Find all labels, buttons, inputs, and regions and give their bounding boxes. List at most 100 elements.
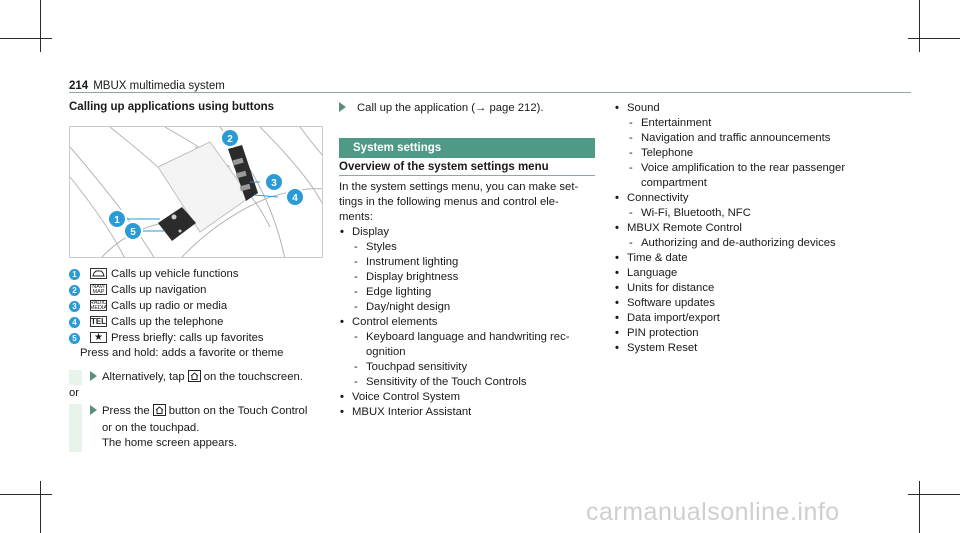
- or-label: or: [69, 387, 80, 399]
- list-item-text: Display: [352, 226, 390, 238]
- list-item: Control elements: [339, 315, 595, 330]
- list-item-text: Day/night design: [366, 301, 451, 313]
- list-item: Time & date: [614, 251, 904, 266]
- telephone-icon: TEL: [90, 316, 107, 327]
- settings-list: SoundEntertainmentNavigation and traffic…: [614, 101, 904, 356]
- legend-item: 5 ★ Press briefly: calls up favorites Pr…: [69, 331, 329, 361]
- list-item-text: Wi-Fi, Bluetooth, NFC: [641, 207, 751, 219]
- list-item-text-continued: compartment: [641, 177, 707, 189]
- list-item-text: Telephone: [641, 147, 694, 159]
- intro-paragraph: In the system settings menu, you can mak…: [339, 180, 595, 225]
- legend-text-continued: Press and hold: adds a favorite or theme: [80, 347, 284, 359]
- list-item-text: Voice Control System: [352, 391, 460, 403]
- callout-1: [107, 209, 127, 229]
- intro-line: ments:: [339, 211, 373, 223]
- list-item-text: Sound: [627, 102, 660, 114]
- legend-item: 4 TEL Calls up the telephone: [69, 315, 329, 331]
- list-item-text: Entertainment: [641, 117, 712, 129]
- list-item-text: Authorizing and de-authorizing devices: [641, 237, 836, 249]
- crop-mark: [908, 494, 960, 495]
- list-item-text: Display brightness: [366, 271, 459, 283]
- intro-line: In the system settings menu, you can mak…: [339, 181, 579, 193]
- list-item-text: Voice amplification to the rear passenge…: [641, 162, 846, 174]
- list-item-text: Control elements: [352, 316, 438, 328]
- callout-4: [285, 187, 305, 207]
- sub-list-item: Authorizing and de-authorizing devices: [614, 236, 904, 251]
- list-item-text: Edge lighting: [366, 286, 432, 298]
- list-item: Language: [614, 266, 904, 281]
- sub-list-item: Wi-Fi, Bluetooth, NFC: [614, 206, 904, 221]
- legend-number: 3: [69, 301, 80, 312]
- header-rule: [69, 92, 911, 93]
- list-item-text: MBUX Interior Assistant: [352, 406, 472, 418]
- list-item: Software updates: [614, 296, 904, 311]
- legend-number: 2: [69, 285, 80, 296]
- list-item-text: Sensitivity of the Touch Controls: [366, 376, 527, 388]
- list-item-text: Language: [627, 267, 678, 279]
- crop-mark: [40, 481, 41, 533]
- step-bar: [69, 370, 82, 385]
- step-result: The home screen appears.: [102, 437, 238, 449]
- section-heading: Calling up applications using buttons: [69, 101, 275, 113]
- list-item-text: Keyboard language and handwriting rec-: [366, 331, 570, 343]
- step-text: Press the: [102, 405, 150, 417]
- instruction-step: Press the button on the Touch Control or …: [69, 404, 327, 452]
- vehicle-icon: [90, 268, 107, 279]
- list-item: System Reset: [614, 341, 904, 356]
- list-item-text: MBUX Remote Control: [627, 222, 742, 234]
- step-text-line2: or on the touchpad.: [102, 422, 200, 434]
- sub-list-item: Day/night design: [339, 300, 595, 315]
- crop-mark: [908, 38, 960, 39]
- home-icon: [152, 404, 166, 421]
- step-text: Alternatively, tap: [102, 371, 185, 383]
- settings-list: DisplayStylesInstrument lightingDisplay …: [339, 225, 595, 420]
- list-item: Units for distance: [614, 281, 904, 296]
- sub-list-item: Instrument lighting: [339, 255, 595, 270]
- page-number: 214: [69, 80, 89, 92]
- sub-list-item: Styles: [339, 240, 595, 255]
- list-item-text-continued: ognition: [366, 346, 406, 358]
- watermark: carmanualsonline.info: [586, 498, 840, 526]
- legend-item: 3 RADIO MEDIA Calls up radio or media: [69, 299, 329, 315]
- button-legend: 1 Calls up vehicle functions 2 NAVI MAP …: [69, 267, 329, 361]
- crop-mark: [919, 0, 920, 52]
- legend-text: Calls up the telephone: [111, 316, 224, 328]
- step-arrow-icon: [90, 405, 97, 415]
- sub-list-item: Entertainment: [614, 116, 904, 131]
- section-title-bar: System settings: [339, 138, 595, 158]
- sub-list-item: Keyboard language and handwriting rec-og…: [339, 330, 595, 360]
- legend-text: Press briefly: calls up favorites: [111, 332, 264, 344]
- legend-item: 1 Calls up vehicle functions: [69, 267, 329, 283]
- list-item: MBUX Remote Control: [614, 221, 904, 236]
- sub-list-item: Navigation and traffic announcements: [614, 131, 904, 146]
- radio-media-icon: RADIO MEDIA: [89, 299, 108, 311]
- crop-mark: [0, 494, 52, 495]
- callout-1-label: 1: [114, 215, 120, 226]
- navi-map-icon: NAVI MAP: [90, 284, 107, 295]
- legend-item: 2 NAVI MAP Calls up navigation: [69, 283, 329, 299]
- star-icon: ★: [90, 332, 107, 343]
- legend-number: 4: [69, 317, 80, 328]
- list-item: Data import/export: [614, 311, 904, 326]
- list-item-text: System Reset: [627, 342, 698, 354]
- callout-2-label: 2: [227, 134, 233, 145]
- home-icon: [187, 370, 201, 387]
- sub-list-item: Edge lighting: [339, 285, 595, 300]
- sub-list-item: Display brightness: [339, 270, 595, 285]
- list-item: Display: [339, 225, 595, 240]
- callout-3: [264, 172, 284, 192]
- crop-mark: [919, 481, 920, 533]
- list-item-text: Instrument lighting: [366, 256, 459, 268]
- list-item: MBUX Interior Assistant: [339, 405, 595, 420]
- step-text: Call up the application (→ page 212).: [357, 102, 544, 114]
- legend-number: 5: [69, 333, 80, 344]
- legend-text: Calls up navigation: [111, 284, 207, 296]
- step-arrow-icon: [339, 102, 346, 112]
- callout-4-label: 4: [292, 193, 298, 204]
- list-item: Voice Control System: [339, 390, 595, 405]
- step-arrow-icon: [90, 371, 97, 381]
- legend-text: Calls up vehicle functions: [111, 268, 239, 280]
- step-text-end: button on the Touch Control: [168, 405, 308, 417]
- sub-list-item: Telephone: [614, 146, 904, 161]
